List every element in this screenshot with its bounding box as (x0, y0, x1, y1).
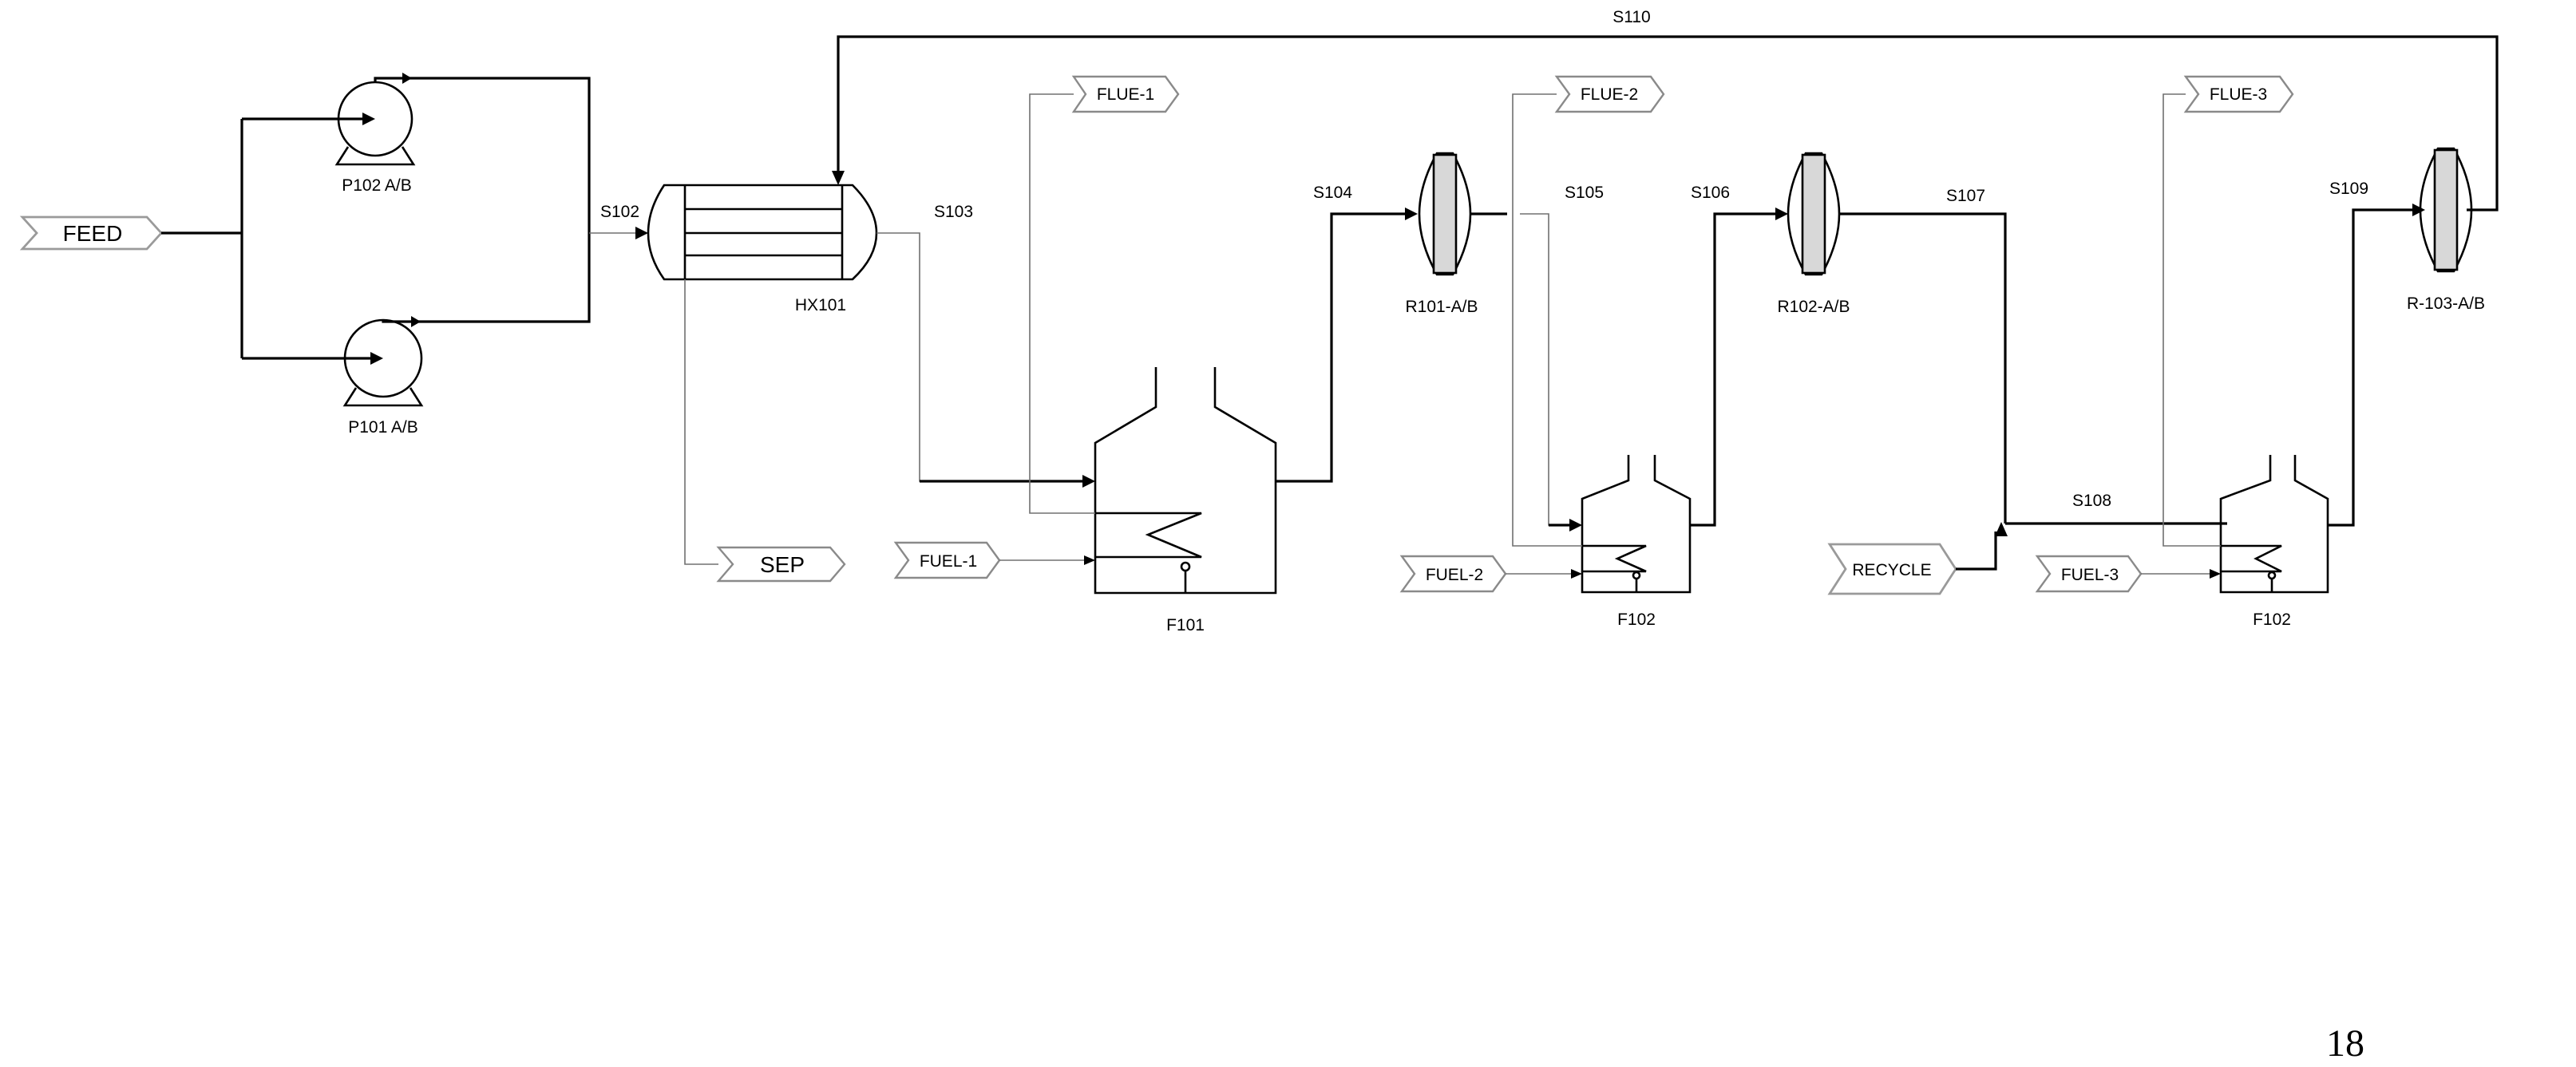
furnace-body (1094, 367, 1277, 595)
catalyst-bed (2433, 148, 2459, 271)
fuel2-tag[interactable] (1399, 555, 1507, 593)
heating-coil (1582, 544, 1647, 573)
arrowhead (1995, 522, 2008, 536)
arrowhead (1775, 207, 1788, 220)
s102-label: S102 (600, 203, 639, 221)
pump-base (342, 387, 424, 407)
catalyst-bed (1801, 153, 1826, 275)
s106-label: S106 (1691, 184, 1730, 202)
s105-line (1520, 213, 1566, 526)
arrowhead (402, 73, 412, 84)
f102a-label: F102 (1617, 611, 1656, 629)
flue1-label: FLUE-1 (1097, 85, 1154, 104)
recycle-line (1956, 532, 1997, 571)
fuel3-tag[interactable] (2035, 555, 2143, 593)
sep-line (684, 279, 718, 565)
furnace-body (2219, 455, 2329, 594)
reactor-shell (2419, 147, 2473, 273)
heat-exchanger-hx101[interactable]: HX101 (647, 184, 878, 314)
catalyst-bed (1432, 153, 1458, 275)
recycle-label: RECYCLE (1852, 561, 1931, 579)
fuel2-label: FUEL-2 (1426, 566, 1483, 584)
arrowhead (2210, 569, 2221, 579)
pump-discharge-line (374, 77, 591, 233)
reactor-shell (1787, 152, 1841, 276)
s110-line (837, 35, 2499, 211)
s105-label: S105 (1565, 184, 1604, 202)
arrowhead (2412, 204, 2425, 216)
reactor-r103[interactable]: R-103-A/B (2407, 147, 2485, 313)
s109-line (2328, 208, 2414, 527)
heating-coil (1095, 512, 1202, 559)
s110-label: S110 (1612, 8, 1651, 26)
fuel1-label: FUEL-1 (920, 552, 977, 571)
pump-base (334, 146, 416, 166)
fuel1-tag[interactable] (893, 541, 1001, 579)
s104-label: S104 (1313, 184, 1352, 202)
burner-icon (1180, 561, 1191, 572)
arrowhead (370, 352, 383, 365)
f102b-label: F102 (2253, 611, 2291, 629)
arrowhead (1569, 519, 1582, 532)
furnace-f102-a[interactable]: F102 (1581, 455, 1692, 629)
arrowhead (1082, 475, 1095, 488)
sep-tag[interactable] (716, 546, 846, 583)
f101-label: F101 (1166, 616, 1205, 634)
hx101-label: HX101 (795, 296, 846, 314)
page-number: 18 (2326, 1022, 2364, 1065)
p102-label: P102 A/B (342, 176, 412, 195)
s108-label: S108 (2072, 492, 2111, 510)
recycle-tag[interactable] (1827, 543, 1957, 595)
pump-p102[interactable]: P102 A/B (334, 73, 591, 233)
burner-icon (2267, 571, 2277, 580)
flue1-tag[interactable] (1071, 75, 1180, 113)
arrowhead (411, 316, 421, 327)
sep-label: SEP (760, 552, 805, 577)
feed-label: FEED (63, 221, 123, 246)
pump-discharge-line (382, 233, 591, 323)
pump-p101[interactable]: P101 A/B (342, 233, 591, 437)
arrowhead (1084, 555, 1095, 565)
flue3-label: FLUE-3 (2210, 85, 2267, 104)
s104-line (1276, 212, 1407, 483)
s106-line (1690, 212, 1777, 527)
flue3-tag[interactable] (2183, 75, 2294, 113)
flue2-line (1512, 93, 1582, 547)
s107-label: S107 (1946, 187, 1985, 205)
arrowhead (1405, 207, 1418, 220)
exchanger-shell (647, 184, 878, 281)
flue3-line (2162, 93, 2221, 547)
s109-label: S109 (2329, 180, 2368, 198)
feed-section: FEED (19, 113, 383, 365)
heating-coil (2221, 544, 2282, 573)
fuel3-label: FUEL-3 (2061, 566, 2119, 584)
furnace-f101[interactable]: F101 (1094, 367, 1277, 634)
s103-label: S103 (934, 203, 973, 221)
flue1-line (1029, 93, 1095, 514)
reactor-r102[interactable]: R102-A/B (1777, 152, 1850, 316)
reactor-shell (1418, 152, 1472, 276)
flue2-tag[interactable] (1554, 75, 1665, 113)
arrowhead (635, 227, 648, 239)
r102-label: R102-A/B (1777, 298, 1850, 316)
arrowhead (832, 171, 845, 185)
furnace-f102-b[interactable]: F102 (2219, 455, 2329, 629)
flue2-label: FLUE-2 (1581, 85, 1638, 104)
s107-line (1839, 212, 2007, 524)
r103-label: R-103-A/B (2407, 294, 2485, 313)
p101-label: P101 A/B (348, 418, 418, 437)
s103-line (876, 232, 1020, 482)
arrowhead (362, 113, 375, 125)
burner-icon (1632, 571, 1641, 580)
feed-tag[interactable] (19, 215, 163, 251)
reactor-r101[interactable]: R101-A/B (1405, 152, 1478, 316)
r101-label: R101-A/B (1405, 298, 1478, 316)
arrowhead (1571, 569, 1582, 579)
